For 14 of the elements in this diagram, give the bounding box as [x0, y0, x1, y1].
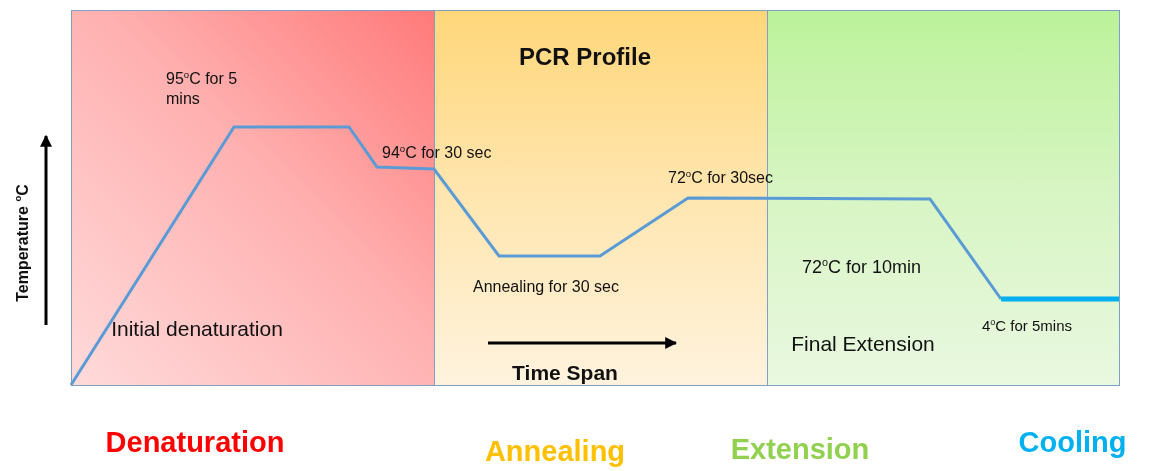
chart-title: PCR Profile: [518, 43, 652, 72]
phase-name: Annealing: [483, 434, 627, 469]
step-label: 4$^{o}$C for 5mins: [982, 317, 1074, 335]
step-label: 72$^{o}$C for 10min: [802, 256, 923, 279]
step-label: 95$^{o}$C for 5 mins: [166, 69, 239, 108]
phase-label: Initial denaturation: [110, 316, 284, 342]
phase-name: Extension: [729, 432, 871, 467]
step-label: 72$^{o}$C for 30sec: [668, 168, 774, 188]
phase-name: Denaturation: [104, 425, 286, 460]
phase-label: Final Extension: [790, 331, 936, 357]
step-label: Annealing for 30 sec: [473, 277, 620, 297]
axis-title: Time Span: [511, 360, 619, 386]
phase-name: Cooling: [1017, 425, 1128, 460]
step-label: 94$^{o}$C for 30 sec: [382, 143, 493, 163]
